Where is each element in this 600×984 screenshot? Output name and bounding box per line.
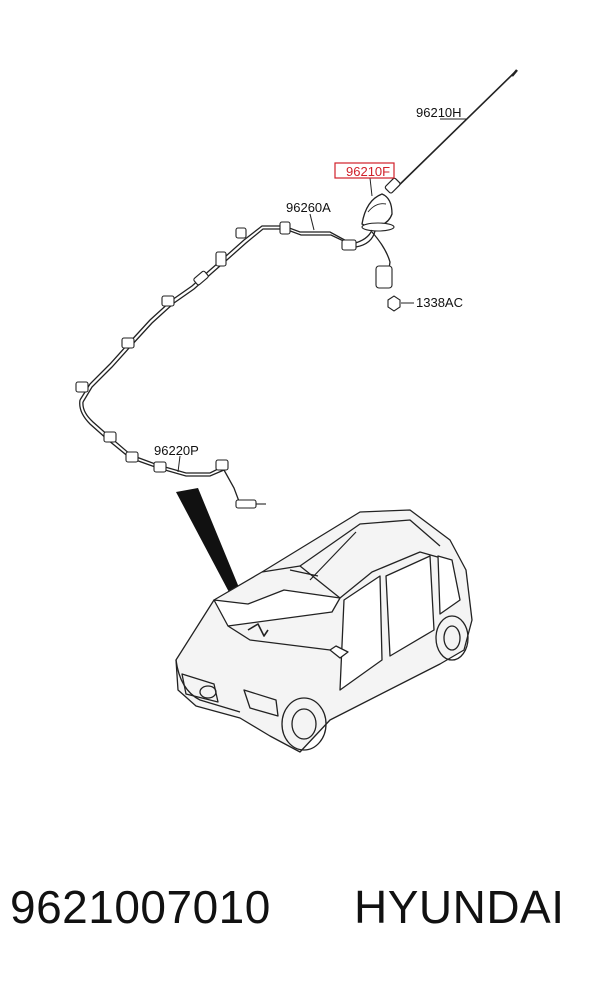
brand-name: HYUNDAI: [354, 881, 565, 933]
highlight-box: [334, 162, 395, 179]
cable-clips: [75, 221, 393, 509]
leader-lines: [177, 118, 466, 473]
antenna-rod: [384, 69, 518, 194]
callout-96210F: 96210F: [346, 164, 390, 179]
callout-96210H: 96210H: [416, 105, 462, 120]
location-pointer: [176, 488, 240, 594]
footer: 9621007010 HYUNDAI: [0, 880, 600, 950]
antenna-diagram: 96210H 96210F 96260A 1338AC 96220P: [75, 69, 518, 753]
antenna-base: [361, 193, 395, 232]
callout-1338AC: 1338AC: [416, 295, 463, 310]
part-number: 9621007010: [10, 881, 271, 933]
nut-part: [387, 295, 414, 312]
callout-96260A: 96260A: [286, 200, 331, 215]
car-illustration: [175, 509, 473, 753]
callout-96220P: 96220P: [154, 443, 199, 458]
antenna-cable: [79, 225, 391, 509]
